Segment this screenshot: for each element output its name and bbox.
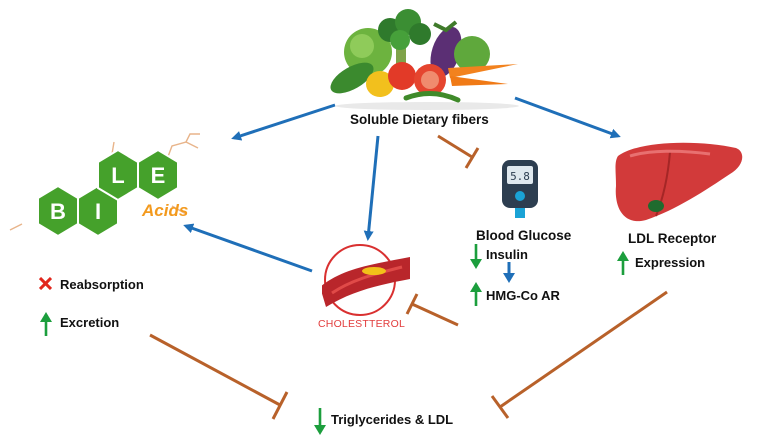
vegetables-icon <box>330 9 519 110</box>
reabsorption-label: Reabsorption <box>60 277 144 292</box>
bile-letter-e: E <box>151 163 166 188</box>
inhibit-bile-to-trig <box>149 333 289 420</box>
inhibit-fibers-to-glucose <box>437 134 480 169</box>
bile-letter-b: B <box>50 199 66 224</box>
glucose-meter-icon: 5.8 <box>502 160 538 218</box>
bile-letter-l: L <box>111 163 124 188</box>
arrow-fibers-to-bile <box>231 103 336 141</box>
inhibit-liver-to-trig <box>490 290 668 419</box>
excretion-label: Excretion <box>60 315 120 330</box>
arrow-cholesterol-to-bile <box>183 223 313 273</box>
bile-letter-i: I <box>95 199 101 224</box>
triglycerides-ldl-label: Triglycerides & LDL <box>331 412 454 427</box>
glucose-meter-reading: 5.8 <box>510 170 530 183</box>
up-arrow-icon <box>470 282 482 306</box>
acids-label: Acids <box>141 201 188 220</box>
up-arrow-icon <box>40 312 52 336</box>
arrow-fibers-to-liver <box>514 96 621 139</box>
up-arrow-icon <box>617 251 629 275</box>
artery-plaque-icon <box>322 244 410 316</box>
ldl-receptor-label: LDL Receptor <box>628 231 717 246</box>
insulin-label: Insulin <box>486 247 528 262</box>
down-arrow-icon <box>314 408 326 435</box>
expression-label: Expression <box>635 255 706 270</box>
down-arrow-icon <box>470 244 482 269</box>
cholesterol-label: CHOLESTTEROL <box>318 318 405 330</box>
fibers-label: Soluble Dietary fibers <box>350 112 489 127</box>
liver-icon <box>615 142 743 222</box>
inhibit-hmg-to-cholesterol <box>405 293 459 327</box>
blood-glucose-label: Blood Glucose <box>476 228 572 243</box>
down-arrow-icon <box>503 262 515 283</box>
cross-icon <box>39 277 52 290</box>
hmg-label: HMG-Co AR <box>486 288 560 303</box>
bile-acids-logo: B I L E Acids <box>9 133 200 238</box>
arrow-fibers-to-cholesterol <box>363 135 380 241</box>
